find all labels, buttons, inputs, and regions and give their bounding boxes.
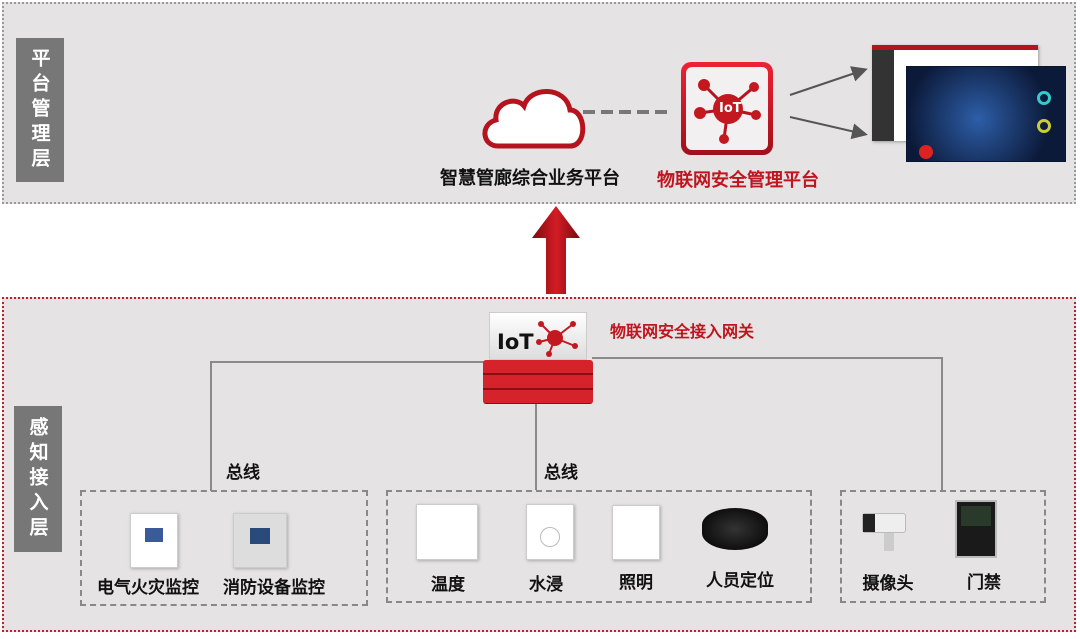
iot-gateway-icon: IoT — [483, 312, 593, 404]
gateway-label: 物联网安全接入网关 — [610, 322, 755, 341]
dashed-connector — [583, 110, 669, 114]
security-device-group — [840, 490, 1046, 603]
device-label: 门禁 — [967, 573, 1001, 593]
perception-layer-label: 感知接入层 — [14, 406, 62, 552]
business-platform-label: 智慧管廊综合业务平台 — [440, 168, 620, 189]
bus-label-left: 总线 — [226, 463, 260, 483]
device-label: 摄像头 — [862, 574, 914, 594]
device-label: 温度 — [431, 575, 465, 595]
device-label: 照明 — [619, 573, 653, 593]
temperature-sensor-device — [416, 504, 478, 560]
personnel-locator-device — [702, 508, 768, 550]
access-control-device — [955, 500, 997, 558]
electrical-fire-monitor-device — [130, 513, 178, 568]
upward-arrow — [532, 206, 580, 294]
lighting-switch-device — [612, 505, 660, 560]
device-label: 消防设备监控 — [223, 578, 325, 598]
bus-label-center: 总线 — [544, 463, 578, 483]
cloud-icon — [482, 89, 586, 149]
arrows-to-screens — [789, 66, 868, 140]
bus-line-right-v — [941, 357, 943, 490]
environment-sensor-group — [386, 490, 812, 603]
security-platform-label: 物联网安全管理平台 — [657, 170, 819, 191]
bus-line-right-h — [592, 357, 943, 359]
device-label: 水浸 — [529, 575, 563, 595]
device-label: 电气火灾监控 — [97, 578, 199, 598]
gateway-badge-text: IoT — [497, 330, 534, 354]
bus-line-left-h — [210, 361, 485, 363]
platform-layer-label: 平台管理层 — [16, 38, 64, 182]
fire-monitoring-group — [80, 490, 368, 606]
camera-device — [862, 513, 910, 553]
bus-line-left-v — [210, 361, 212, 491]
bus-line-center-v — [535, 402, 537, 490]
device-label: 人员定位 — [706, 571, 774, 591]
iot-badge-text: IoT — [719, 101, 742, 116]
water-leak-sensor-device — [526, 504, 574, 560]
iot-platform-icon: IoT — [681, 62, 773, 155]
big-screen-dashboard-screenshot — [906, 66, 1066, 162]
fire-equipment-monitor-device — [233, 513, 287, 568]
